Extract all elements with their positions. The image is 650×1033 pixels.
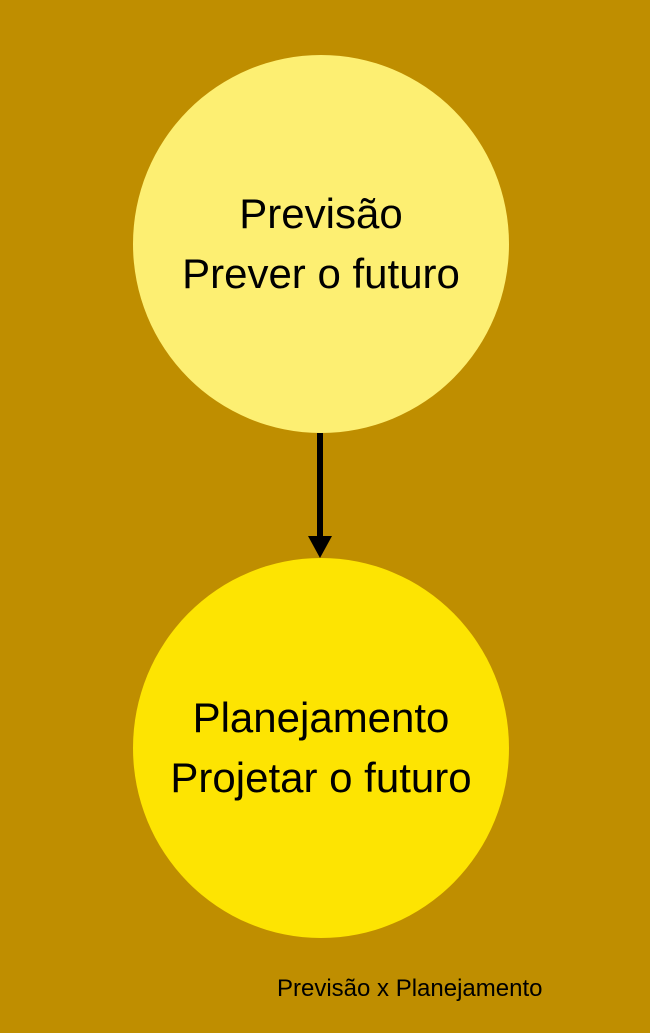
node-subtitle: Prever o futuro bbox=[182, 250, 460, 297]
node-title: Planejamento bbox=[192, 694, 450, 741]
node-planejamento: Planejamento Projetar o futuro bbox=[133, 558, 509, 938]
node-subtitle: Projetar o futuro bbox=[170, 754, 472, 801]
node-previsao: Previsão Prever o futuro bbox=[133, 55, 509, 433]
node-title: Previsão bbox=[239, 190, 403, 237]
caption: Previsão x Planejamento bbox=[277, 975, 543, 1002]
